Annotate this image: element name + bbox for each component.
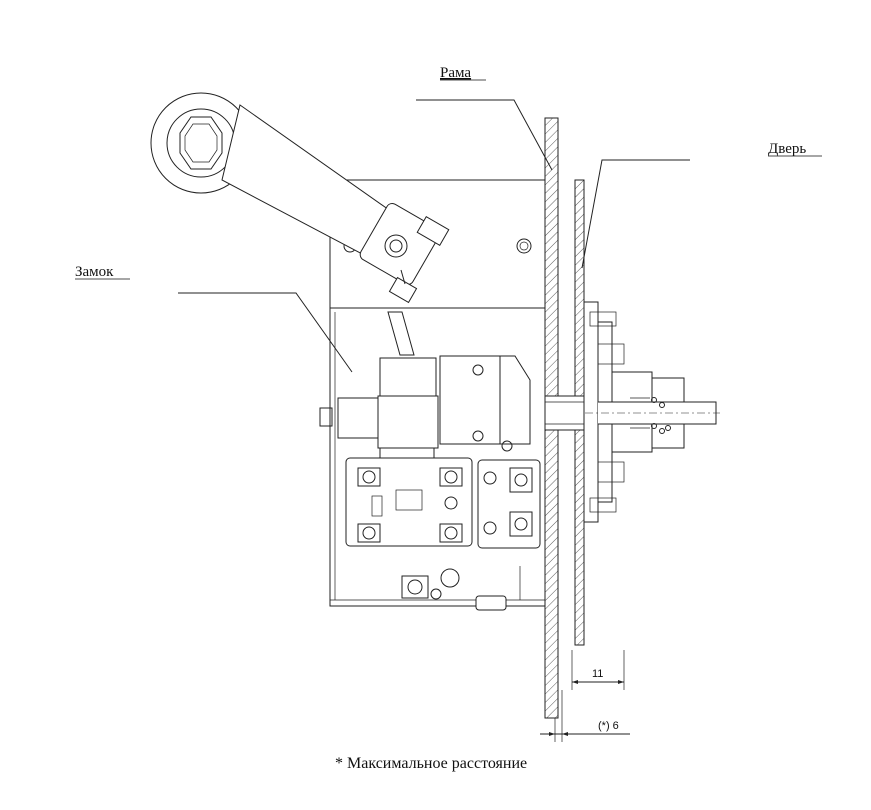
label-lock: Замок — [75, 264, 114, 280]
leader-lines — [178, 99, 690, 373]
ground-screw — [401, 566, 521, 611]
dimension-max-gap-value: (*) 6 — [598, 720, 619, 732]
spindle-shaft — [337, 395, 586, 439]
dimension-gap-value: 11 — [592, 668, 603, 680]
terminal-block — [477, 459, 541, 549]
label-frame: Рама — [440, 65, 471, 81]
dimension-lines — [540, 650, 630, 742]
door-handle-assembly — [583, 301, 720, 523]
lever-arm — [150, 92, 450, 304]
label-door: Дверь — [768, 141, 806, 157]
footnote-max-distance: * Максимальное расстояние — [335, 755, 527, 772]
micro-switch-block — [345, 457, 473, 547]
